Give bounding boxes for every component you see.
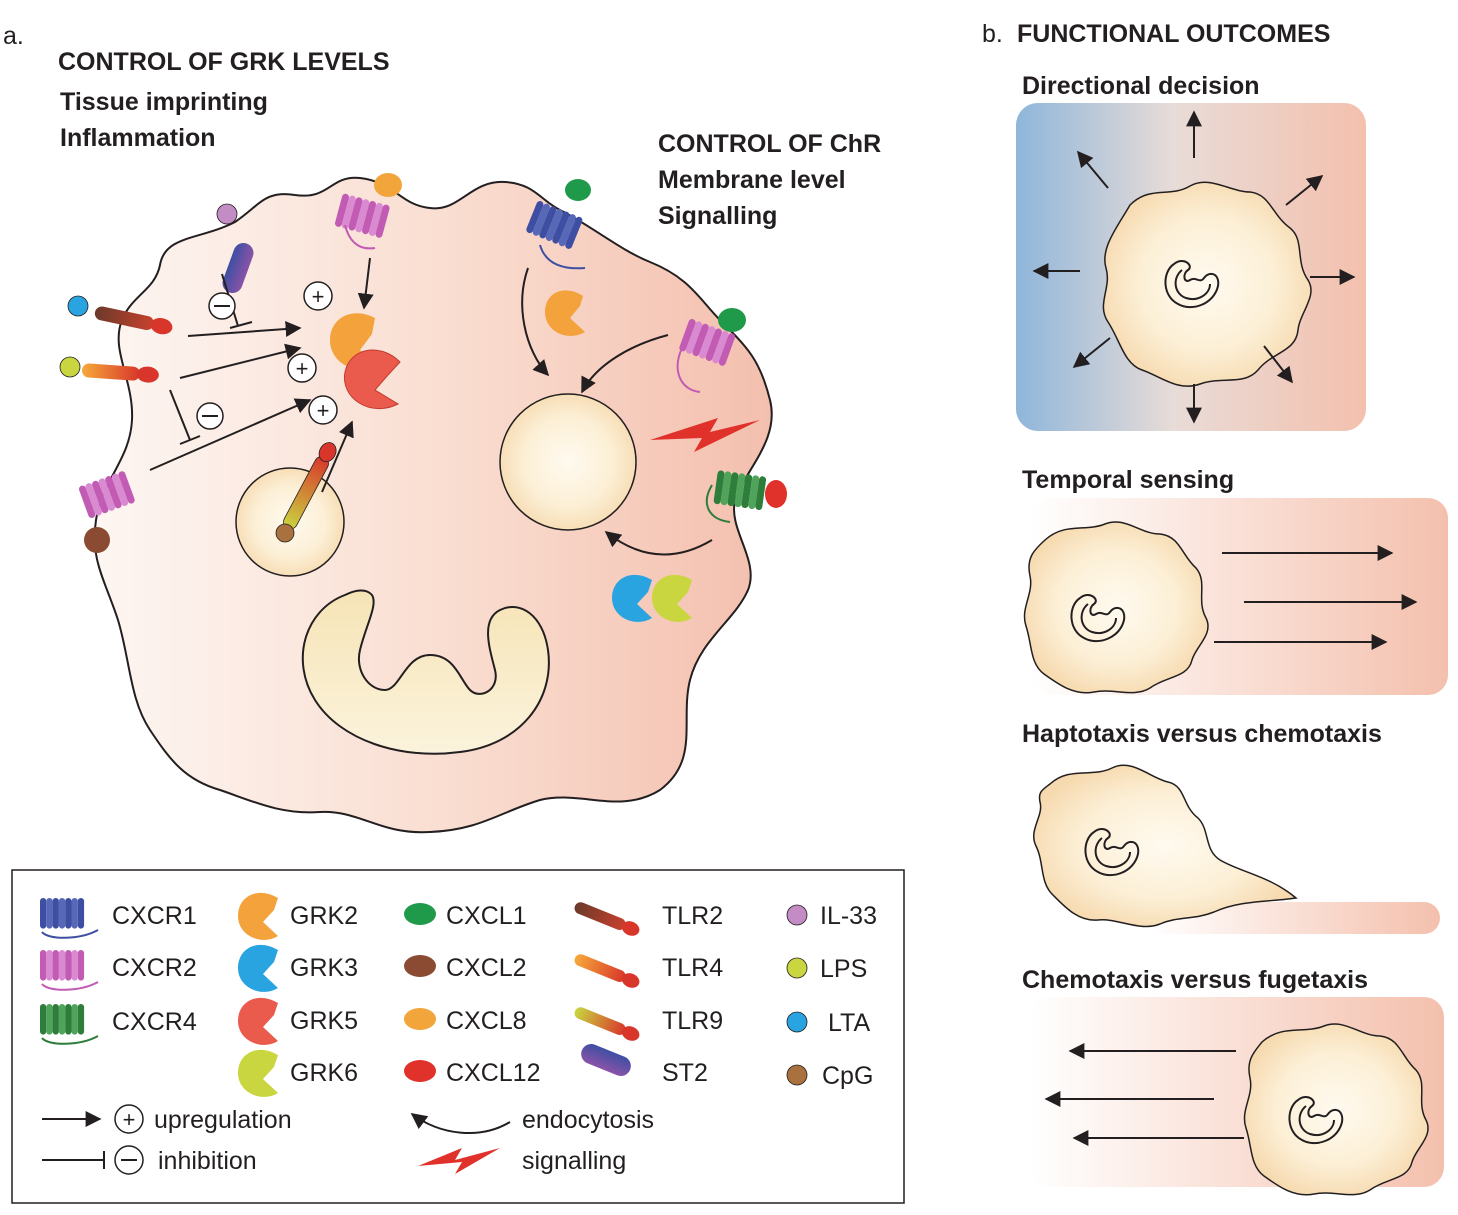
legend-grk6-label: GRK6 <box>290 1059 358 1087</box>
grk5-enzyme-center <box>344 349 401 410</box>
directional-arrows <box>1032 110 1356 424</box>
temporal-sensing-title: Temporal sensing <box>1022 466 1234 494</box>
haptotaxis-cell <box>1033 764 1298 928</box>
legend-tlr9-icon <box>574 1007 640 1041</box>
legend-cxcl12-label: CXCL12 <box>446 1059 541 1087</box>
legend-cxcr1-label: CXCR1 <box>112 902 197 930</box>
cxcl2-ligand-left <box>84 527 110 553</box>
legend-signalling-icon <box>418 1148 500 1174</box>
cpg-ligand-endosomal <box>275 523 295 543</box>
endosome-right <box>499 393 637 531</box>
legend-grk2-label: GRK2 <box>290 902 358 930</box>
legend-st2-label: ST2 <box>662 1059 708 1087</box>
legend-box <box>11 869 905 1204</box>
st2-receptor <box>222 242 254 294</box>
legend-grk3-icon <box>238 944 278 992</box>
cxcl1-ligand-right <box>718 308 746 332</box>
cxcl1-ligand-top <box>565 179 591 201</box>
signalling-label: Signalling <box>658 202 777 230</box>
plus-sign-1: + <box>303 281 333 311</box>
grk6-enzyme <box>652 574 692 622</box>
il33-ligand <box>216 203 238 225</box>
chr-control-heading: CONTROL OF ChR <box>658 130 881 158</box>
inflammation-label: Inflammation <box>60 124 216 152</box>
directional-cell <box>1102 181 1312 387</box>
svg-text:+: + <box>312 284 325 309</box>
legend-grk3-label: GRK3 <box>290 954 358 982</box>
tlr4-receptor <box>81 363 159 383</box>
panel-b-label: b. <box>982 20 1003 48</box>
legend-il33-label: IL-33 <box>820 902 877 930</box>
legend-tlr9-label: TLR9 <box>662 1007 723 1035</box>
panel-a-label: a. <box>3 22 24 50</box>
temporal-arrows <box>1214 545 1418 650</box>
plus-sign-3: + <box>308 395 338 425</box>
legend-lta-label: LTA <box>828 1009 870 1037</box>
legend-plus-icon: + <box>114 1104 144 1134</box>
legend-endocytosis-icon <box>410 1113 511 1134</box>
legend-cxcr4-icon <box>40 1004 85 1035</box>
legend-tlr2-icon <box>574 902 640 936</box>
svg-text:+: + <box>123 1107 136 1132</box>
directional-decision-title: Directional decision <box>1022 72 1260 100</box>
legend-lps-icon <box>786 957 808 979</box>
legend-cxcl8-label: CXCL8 <box>446 1007 527 1035</box>
legend-cxcl12-icon <box>404 1060 436 1082</box>
legend-tlr4-icon <box>574 954 640 988</box>
lta-ligand <box>67 295 89 317</box>
legend-cxcl8-icon <box>404 1008 436 1030</box>
legend-grk2-icon <box>238 892 278 940</box>
legend-lta-icon <box>786 1011 808 1033</box>
legend-cxcr2-icon <box>40 950 85 981</box>
fugetaxis-title: Chemotaxis versus fugetaxis <box>1022 966 1368 994</box>
membrane-level-label: Membrane level <box>658 166 846 194</box>
minus-sign-2 <box>196 402 224 430</box>
cxcl12-ligand <box>765 480 787 508</box>
haptotaxis-substrate <box>1150 902 1440 934</box>
legend-minus-icon <box>114 1145 144 1175</box>
legend-tlr2-label: TLR2 <box>662 902 723 930</box>
legend-inhibition-label: inhibition <box>158 1147 257 1175</box>
fugetaxis-arrows <box>1044 1043 1244 1146</box>
cell-nucleus <box>301 589 550 755</box>
cell-body <box>93 176 773 834</box>
haptotaxis-title: Haptotaxis versus chemotaxis <box>1022 720 1382 748</box>
legend-cxcl1-label: CXCL1 <box>446 902 527 930</box>
legend-endocytosis-label: endocytosis <box>522 1106 654 1134</box>
legend-cpg-label: CpG <box>822 1062 873 1090</box>
grk-levels-heading: CONTROL OF GRK LEVELS <box>58 48 390 76</box>
signalling-bolt <box>650 418 760 452</box>
svg-text:+: + <box>296 356 309 381</box>
minus-sign-1 <box>208 292 236 320</box>
legend-il33-icon <box>786 904 808 926</box>
legend-cxcl2-label: CXCL2 <box>446 954 527 982</box>
grk2-enzyme-right <box>545 290 585 336</box>
legend-cxcr2-label: CXCR2 <box>112 954 197 982</box>
legend-cxcl1-icon <box>404 903 436 925</box>
legend-upregulation-label: upregulation <box>154 1106 292 1134</box>
cxcl8-ligand-top <box>374 173 402 197</box>
legend-tlr4-label: TLR4 <box>662 954 723 982</box>
legend-cxcr4-label: CXCR4 <box>112 1008 197 1036</box>
tissue-imprinting-label: Tissue imprinting <box>60 88 268 116</box>
legend-st2-icon <box>581 1044 631 1076</box>
legend-grk5-icon <box>238 997 278 1045</box>
regulation-arrows <box>149 257 713 556</box>
tlr9-endosomal <box>283 442 337 530</box>
legend-grk5-label: GRK5 <box>290 1007 358 1035</box>
plus-sign-2: + <box>287 353 317 383</box>
legend-cxcr1-icon <box>40 898 85 929</box>
lps-ligand <box>59 356 81 378</box>
legend-lps-label: LPS <box>820 955 867 983</box>
legend-cpg-icon <box>786 1064 808 1086</box>
legend-cxcl2-icon <box>404 955 436 977</box>
grk3-enzyme <box>612 574 652 622</box>
legend-signalling-label: signalling <box>522 1147 626 1175</box>
tlr2-receptor <box>94 306 173 335</box>
svg-text:+: + <box>317 398 330 423</box>
functional-outcomes-heading: FUNCTIONAL OUTCOMES <box>1017 20 1330 48</box>
legend-grk6-icon <box>238 1049 278 1097</box>
